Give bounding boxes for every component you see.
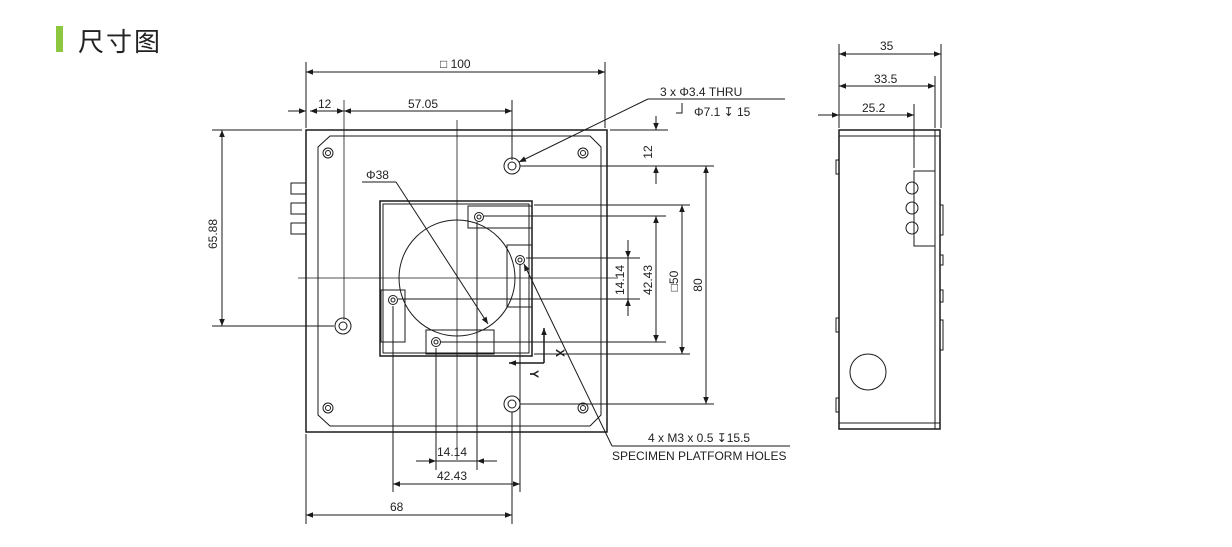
corner-screw-icons bbox=[322, 147, 589, 414]
counterbore-note: Φ7.1 ↧ 15 bbox=[694, 105, 751, 119]
front-view: X Y bbox=[290, 120, 618, 460]
tapped-hole-icons bbox=[388, 212, 525, 347]
platform-holes-note: SPECIMEN PLATFORM HOLES bbox=[612, 449, 786, 463]
dim-label-33-5: 33.5 bbox=[874, 72, 898, 86]
tapped-hole-note: 4 x M3 x 0.5 ↧15.5 bbox=[648, 431, 750, 445]
dim-12-57: 12 57.05 bbox=[288, 97, 513, 320]
dim-label-65-88: 65.88 bbox=[206, 219, 220, 249]
pad-top bbox=[467, 205, 533, 229]
dim-14-14-vertical: 14.14 bbox=[398, 240, 640, 316]
dim-label-80: 80 bbox=[691, 278, 705, 292]
dim-label-sq50: □50 bbox=[667, 270, 681, 291]
dim-label-68: 68 bbox=[390, 500, 404, 514]
connector-bottom bbox=[290, 222, 307, 235]
title-accent-bar bbox=[56, 26, 63, 52]
dim-sq50: □50 bbox=[534, 204, 690, 355]
housing-inner-chamfer bbox=[317, 135, 602, 427]
side-connector-icon-2 bbox=[905, 201, 919, 215]
thru-hole-icons bbox=[334, 157, 521, 413]
connector-top bbox=[290, 182, 307, 195]
tapped-note: 4 x M3 x 0.5 ↧15.5 SPECIMEN PLATFORM HOL… bbox=[523, 263, 790, 463]
side-connector-block bbox=[913, 170, 936, 247]
dim-right-12: 12 bbox=[520, 116, 714, 184]
phi38-label: Φ38 bbox=[366, 168, 389, 182]
side-connector-icon-1 bbox=[905, 181, 919, 195]
phi38-note: Φ38 bbox=[362, 168, 489, 325]
dim-label-57-05: 57.05 bbox=[408, 97, 438, 111]
dim-68: 68 bbox=[305, 412, 513, 524]
dim-label-12-left: 12 bbox=[318, 97, 332, 111]
housing-outer bbox=[305, 129, 608, 433]
page-title: 尺寸图 bbox=[78, 28, 163, 58]
dim-label-42-43-right: 42.43 bbox=[641, 265, 655, 295]
axis-y-label: Y bbox=[527, 370, 541, 378]
dim-label-25-2: 25.2 bbox=[862, 101, 886, 115]
dim-42-43-vertical: 42.43 bbox=[440, 215, 666, 343]
connector-mid bbox=[290, 202, 307, 215]
dim-top-100: □ 100 bbox=[305, 57, 606, 128]
axis-x-label: X bbox=[553, 349, 567, 357]
dim-14-14-horizontal: 14.14 bbox=[416, 222, 497, 470]
side-round-port bbox=[849, 353, 887, 391]
dim-side-35: 35 bbox=[838, 39, 942, 128]
dim-label-42-43-bottom: 42.43 bbox=[437, 469, 467, 483]
dim-65-88: 65.88 bbox=[206, 129, 334, 327]
dim-label-35: 35 bbox=[880, 39, 894, 53]
dim-side-33-5: 33.5 bbox=[839, 72, 936, 128]
stage-square bbox=[379, 200, 533, 357]
dim-side-25-2: 25.2 bbox=[818, 101, 915, 168]
thru-hole-note: 3 x Φ3.4 THRU bbox=[660, 85, 742, 99]
side-view bbox=[835, 129, 944, 430]
dim-80: 80 bbox=[520, 166, 714, 405]
dim-42-43-horizontal: 42.43 bbox=[392, 264, 521, 492]
dim-label-14-14-right: 14.14 bbox=[613, 265, 627, 295]
dim-label-100: □ 100 bbox=[440, 57, 471, 71]
stage-inner bbox=[382, 203, 530, 354]
side-housing bbox=[838, 129, 941, 430]
dim-label-12-right: 12 bbox=[641, 145, 655, 159]
side-connector-icon-3 bbox=[905, 221, 919, 235]
thru-note: 3 x Φ3.4 THRU Φ7.1 ↧ 15 bbox=[518, 85, 785, 163]
dim-label-14-14-bottom: 14.14 bbox=[437, 445, 467, 459]
